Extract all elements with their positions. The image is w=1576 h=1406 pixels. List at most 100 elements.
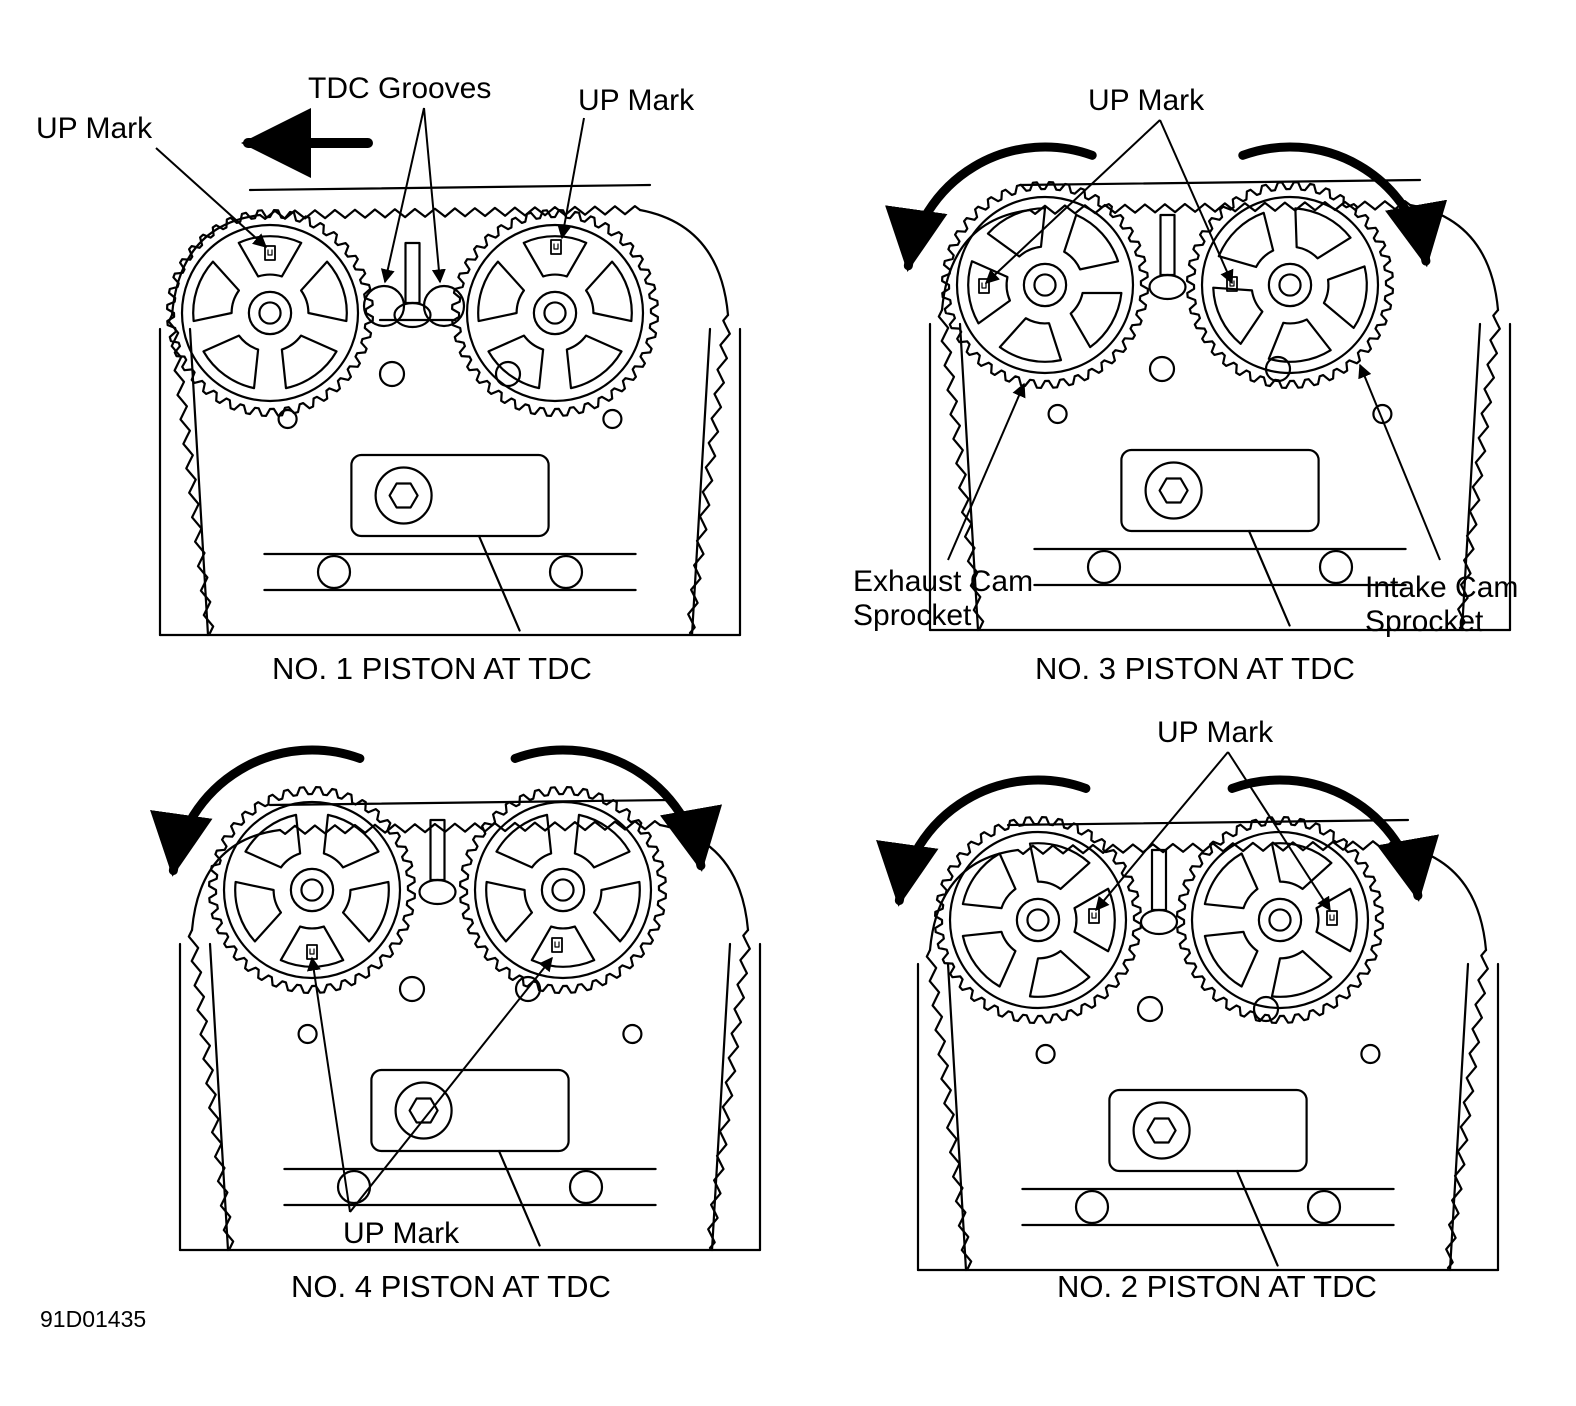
center-post-base: [1139, 908, 1179, 936]
sprocket-window: [1322, 265, 1368, 330]
sprocket-window: [485, 880, 534, 943]
sprocket-window: [1294, 207, 1352, 260]
center-post-base: [1148, 273, 1187, 301]
boss: [1372, 403, 1393, 425]
sprocket-window: [1028, 949, 1091, 998]
sprocket-bore: [258, 301, 282, 325]
sprocket-teeth: [941, 181, 1149, 389]
sprocket-hub: [1267, 262, 1313, 308]
idler-roller-right: [1306, 1189, 1342, 1225]
figure-id: 91D01435: [40, 1306, 147, 1332]
leader-no2-left: [1095, 751, 1229, 912]
boss: [494, 360, 522, 388]
sprocket-rim: [473, 800, 653, 980]
hex-bolt: [1146, 1117, 1177, 1144]
idler-roller-left: [336, 1169, 372, 1205]
rotation-arrow: [876, 775, 1091, 907]
sprocket-hub: [1015, 897, 1061, 943]
exhaust-cam-sprocket-label: Exhaust Cam Sprocket: [853, 565, 1083, 633]
up-mark-glyph: [553, 243, 559, 250]
hex-bolt: [1158, 477, 1189, 504]
sprocket-bore: [543, 301, 567, 325]
sprocket-rim: [1190, 830, 1370, 1010]
boss: [1148, 355, 1176, 383]
panel3-up-mark-label: UP Mark: [343, 1217, 460, 1250]
tensioner-bolt-ring: [394, 1081, 453, 1140]
sprocket-window: [986, 207, 1047, 258]
leader-no4-left: [306, 956, 351, 1213]
sprocket-rim: [465, 223, 645, 403]
sprocket-rim: [948, 830, 1128, 1010]
timing-belt-arc: [658, 823, 750, 932]
boss: [378, 360, 406, 388]
sprocket-bore: [1268, 908, 1292, 932]
tensioner-block: [350, 453, 550, 538]
boss: [602, 408, 623, 430]
sprocket-window: [1069, 291, 1123, 349]
panel-no4: [150, 745, 762, 1252]
timing-belt: [258, 205, 642, 220]
panel1-right-up-mark-label: UP Mark: [578, 84, 695, 117]
tensioner-arm: [1235, 1169, 1279, 1267]
tensioner-block: [370, 1068, 570, 1153]
leader-exhaust-up-mark: [984, 119, 1161, 284]
sprocket-bore: [1033, 273, 1057, 297]
panel1-tdc-grooves-label: TDC Grooves: [308, 72, 492, 105]
engine-housing: [916, 818, 1500, 1272]
up-mark-icon: [551, 937, 563, 953]
rotation-arrow: [510, 745, 722, 872]
boss: [297, 1023, 318, 1045]
intake-label-line2: Sprocket: [1365, 605, 1484, 638]
cover-inner-left: [946, 962, 968, 1272]
up-mark-icon: [1088, 908, 1100, 924]
idler-roller-left: [316, 554, 352, 590]
panel4-caption: NO. 2 PISTON AT TDC: [1057, 1269, 1377, 1304]
sprocket-hub: [532, 290, 578, 336]
sprocket-window: [573, 813, 631, 869]
tensioner-arm: [497, 1149, 541, 1247]
intake-cam-sprocket: [1186, 181, 1394, 389]
sprocket-window: [244, 813, 302, 869]
leader-no2-right: [1227, 751, 1331, 912]
tensioner-block: [1120, 448, 1320, 533]
panel-no1: [158, 183, 742, 637]
panel2-up-mark-label: UP Mark: [1088, 84, 1205, 117]
cover-inner-left: [208, 942, 230, 1252]
boss: [1360, 1043, 1381, 1065]
center-post: [1150, 848, 1168, 912]
lower-rail: [1033, 547, 1407, 587]
tensioner-bolt-ring: [374, 466, 433, 525]
intake-cam-sprocket-label: Intake Cam Sprocket: [1365, 571, 1565, 639]
sprocket-window: [495, 813, 553, 869]
sprocket-window: [1203, 930, 1259, 988]
timing-belt: [167, 313, 215, 635]
lower-rail: [283, 1167, 657, 1207]
sprocket-window: [961, 852, 1017, 910]
idler-roller-right: [548, 554, 584, 590]
sprocket-window: [322, 813, 380, 869]
sprocket-teeth: [1176, 816, 1384, 1024]
sprocket-hub: [289, 867, 335, 913]
leader-right-up-mark: [557, 117, 585, 240]
tensioner-bolt-ring: [1132, 1101, 1191, 1160]
head-top: [248, 183, 652, 192]
sprocket-window: [530, 925, 596, 968]
up-mark-glyph: [554, 941, 560, 948]
center-post-base: [393, 301, 432, 329]
sprocket-window: [1073, 887, 1116, 953]
up-mark-glyph: [309, 948, 315, 955]
sprocket-window: [1270, 842, 1333, 891]
boss: [1035, 1043, 1056, 1065]
hex-bolt: [408, 1097, 439, 1124]
head-top: [1018, 178, 1422, 187]
panel1-caption: NO. 1 PISTON AT TDC: [272, 651, 592, 686]
sprocket-window: [234, 880, 283, 943]
boss: [1252, 995, 1280, 1023]
sprocket-rim: [222, 800, 402, 980]
rotation-arrow: [1238, 142, 1448, 268]
idler-roller-left: [1086, 549, 1122, 585]
panel-no3: [885, 142, 1512, 632]
sprocket-window: [565, 334, 623, 390]
head-top: [1006, 818, 1410, 827]
